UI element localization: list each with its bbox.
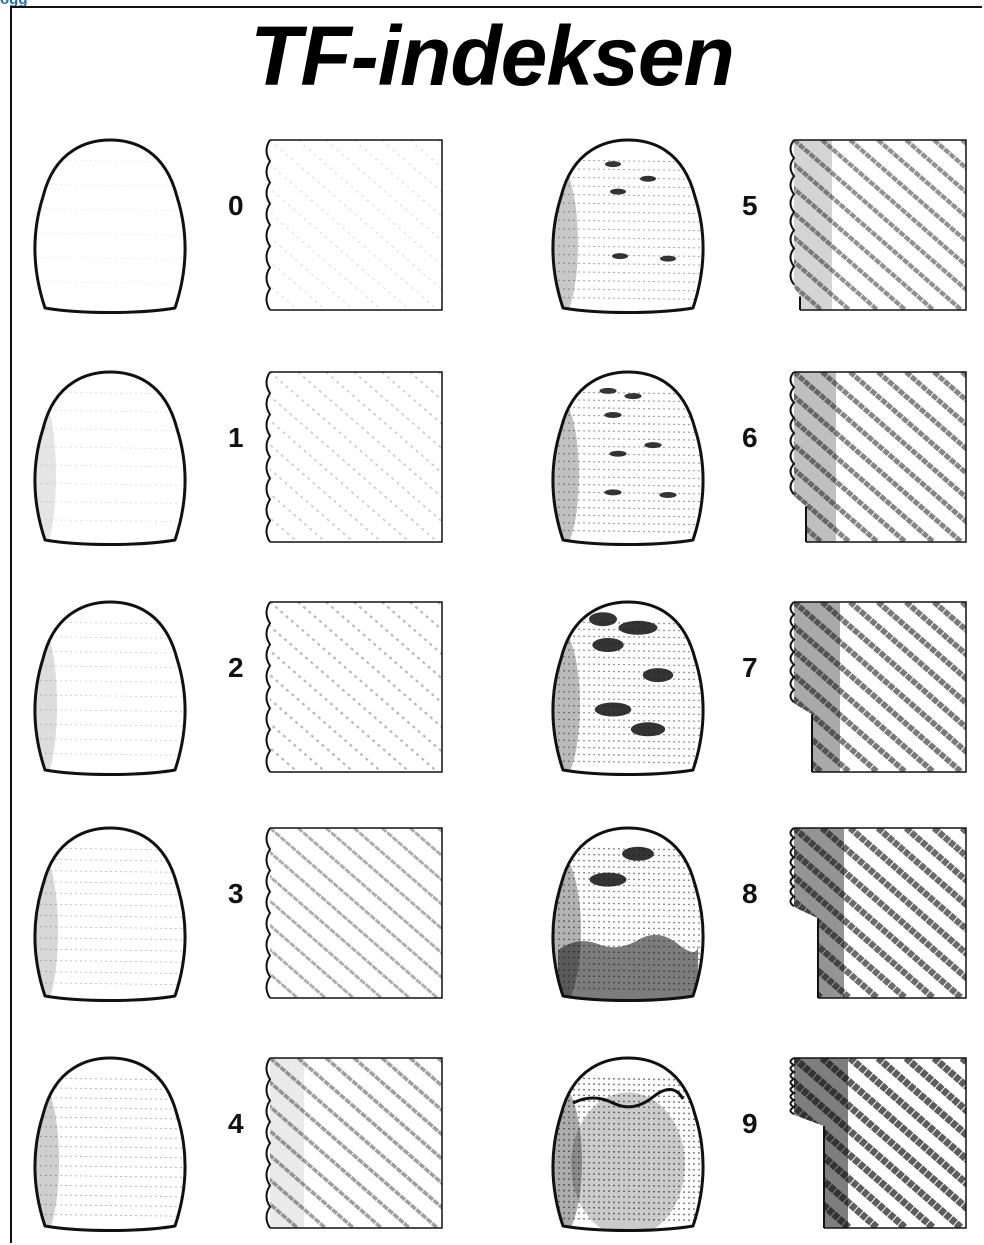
stage-6-label: 6	[742, 422, 758, 454]
stage-4-label: 4	[228, 1108, 244, 1140]
stage-8-label: 8	[742, 878, 758, 910]
stage-5-tooth-icon	[540, 140, 703, 321]
stage-7-label: 7	[742, 652, 758, 684]
stage-2-label: 2	[228, 652, 244, 684]
stage-4-tooth-icon	[23, 1058, 185, 1239]
stage-7-tooth-icon	[538, 602, 703, 783]
stage-0-tooth-icon	[35, 140, 185, 313]
stage-1-label: 1	[228, 422, 244, 454]
stage-2-tooth-icon	[25, 602, 185, 783]
stage-5-label: 5	[742, 190, 758, 222]
stage-0-label: 0	[228, 190, 244, 222]
stage-9-group	[536, 1058, 984, 1239]
stage-3-tooth-icon	[24, 828, 185, 1009]
stage-8-group	[537, 828, 984, 1009]
stage-5-group	[540, 140, 984, 321]
stage-8-tooth-icon	[537, 828, 703, 1009]
stage-9-label: 9	[742, 1108, 758, 1140]
stage-6-tooth-icon	[539, 372, 703, 553]
stage-9-tooth-icon	[536, 1058, 703, 1239]
stage-1-tooth-icon	[26, 372, 185, 553]
stage-6-group	[539, 372, 984, 553]
stage-7-group	[538, 602, 984, 783]
stage-3-label: 3	[228, 878, 244, 910]
